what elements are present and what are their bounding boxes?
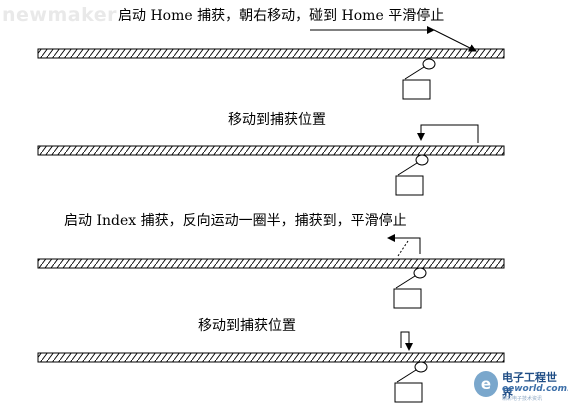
step1-rail	[37, 48, 505, 59]
step1-carriage	[402, 79, 431, 100]
step1-group	[37, 26, 505, 100]
step3-caption: 启动 Index 捕获，反向运动一圈半，捕获到，平滑停止	[64, 213, 407, 229]
logo-title: 电子工程世界	[502, 371, 557, 400]
step4-rail	[37, 352, 505, 363]
step2-group	[37, 124, 505, 196]
step1-spring	[404, 66, 425, 80]
step1-home-switch	[422, 58, 436, 70]
step2-carriage	[395, 175, 424, 196]
step4-home-switch	[414, 361, 428, 373]
logo-mark-icon: e	[474, 371, 498, 397]
step2-rail	[37, 145, 505, 156]
step2-home-switch	[415, 154, 429, 166]
step1-home-pointer	[433, 29, 477, 52]
step3-rail	[37, 258, 505, 269]
logo-domain: eeworld.com.cn	[502, 384, 568, 394]
step4-spring	[396, 369, 417, 383]
step2-caption: 移动到捕获位置	[228, 112, 326, 128]
step3-carriage	[393, 288, 422, 309]
watermark: newmaker	[2, 4, 117, 26]
step3-spring	[395, 275, 416, 289]
step2-spring	[397, 162, 418, 176]
step1-caption: 启动 Home 捕获，朝右移动，碰到 Home 平滑停止	[118, 8, 445, 24]
step4-caption: 移动到捕获位置	[198, 318, 296, 334]
step3-reverse-arrow	[387, 234, 421, 254]
step3-group	[37, 234, 505, 309]
logo-tagline: 精彩电子技术资讯	[502, 396, 543, 402]
step3-index-switch	[413, 267, 427, 279]
step2-return-arrow	[417, 124, 479, 143]
step4-group	[37, 331, 505, 403]
step4-capture-arrow	[400, 331, 413, 351]
step4-carriage	[394, 382, 423, 403]
eeworld-logo: e 电子工程世界 eeworld.com.cn 精彩电子技术资讯	[474, 367, 568, 405]
step3-index-dashed	[397, 240, 409, 257]
